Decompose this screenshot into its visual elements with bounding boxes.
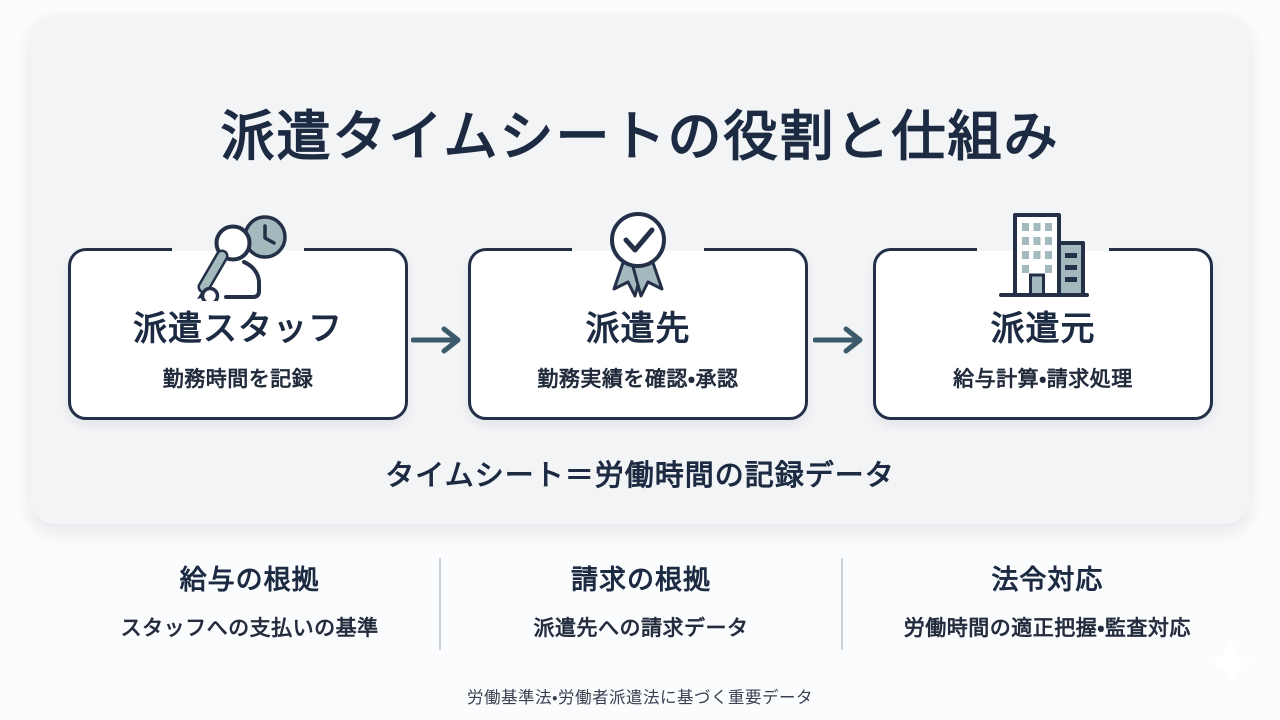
step-description: 勤務時間を記録	[162, 368, 314, 391]
infographic-card: 派遣タイムシートの役割と仕組み 派遣スタッフ 勤務時間を記録	[30, 14, 1250, 524]
flow-step-dispatch-agency: 派遣元 給与計算・請求処理	[873, 205, 1213, 420]
tagline: タイムシート＝労働時間の記録データ	[385, 460, 895, 492]
benefit-heading: 法令対応	[991, 565, 1104, 595]
step-description: 勤務実績を確認・承認	[537, 368, 739, 391]
page-title: 派遣タイムシートの役割と仕組み	[220, 107, 1060, 167]
right-arrow-icon	[812, 326, 865, 354]
column-divider	[439, 558, 442, 650]
approval-badge-icon	[583, 207, 693, 303]
step-label: 派遣スタッフ	[133, 310, 343, 348]
flow-step-dispatch-staff: 派遣スタッフ 勤務時間を記録	[68, 205, 408, 420]
staff-writing-icon	[183, 207, 293, 303]
buildings-icon	[988, 207, 1098, 303]
step-description: 給与計算・請求処理	[953, 368, 1133, 391]
benefit-heading: 給与の根拠	[179, 565, 320, 595]
column-divider	[840, 558, 843, 650]
flow-step-client-company: 派遣先 勤務実績を確認・承認	[468, 205, 808, 420]
right-arrow-icon	[410, 326, 463, 354]
benefit-column-compliance: 法令対応 労働時間の適正把握・監査対応	[843, 552, 1252, 656]
sparkle-icon	[1204, 634, 1258, 688]
step-label: 派遣先	[585, 310, 691, 348]
benefits-row: 給与の根拠 スタッフへの支払いの基準 請求の根拠 派遣先への請求データ 法令対応…	[60, 552, 1252, 656]
benefit-description: スタッフへの支払いの基準	[120, 617, 379, 640]
benefit-column-payroll: 給与の根拠 スタッフへの支払いの基準	[60, 552, 439, 656]
step-label: 派遣元	[990, 310, 1096, 348]
benefit-heading: 請求の根拠	[571, 565, 712, 595]
benefit-description: 派遣先への請求データ	[533, 617, 749, 640]
benefit-description: 労働時間の適正把握・監査対応	[903, 617, 1191, 640]
footnote: 労働基準法・労働者派遣法に基づく重要データ	[466, 689, 814, 707]
benefit-column-billing: 請求の根拠 派遣先への請求データ	[441, 552, 840, 656]
